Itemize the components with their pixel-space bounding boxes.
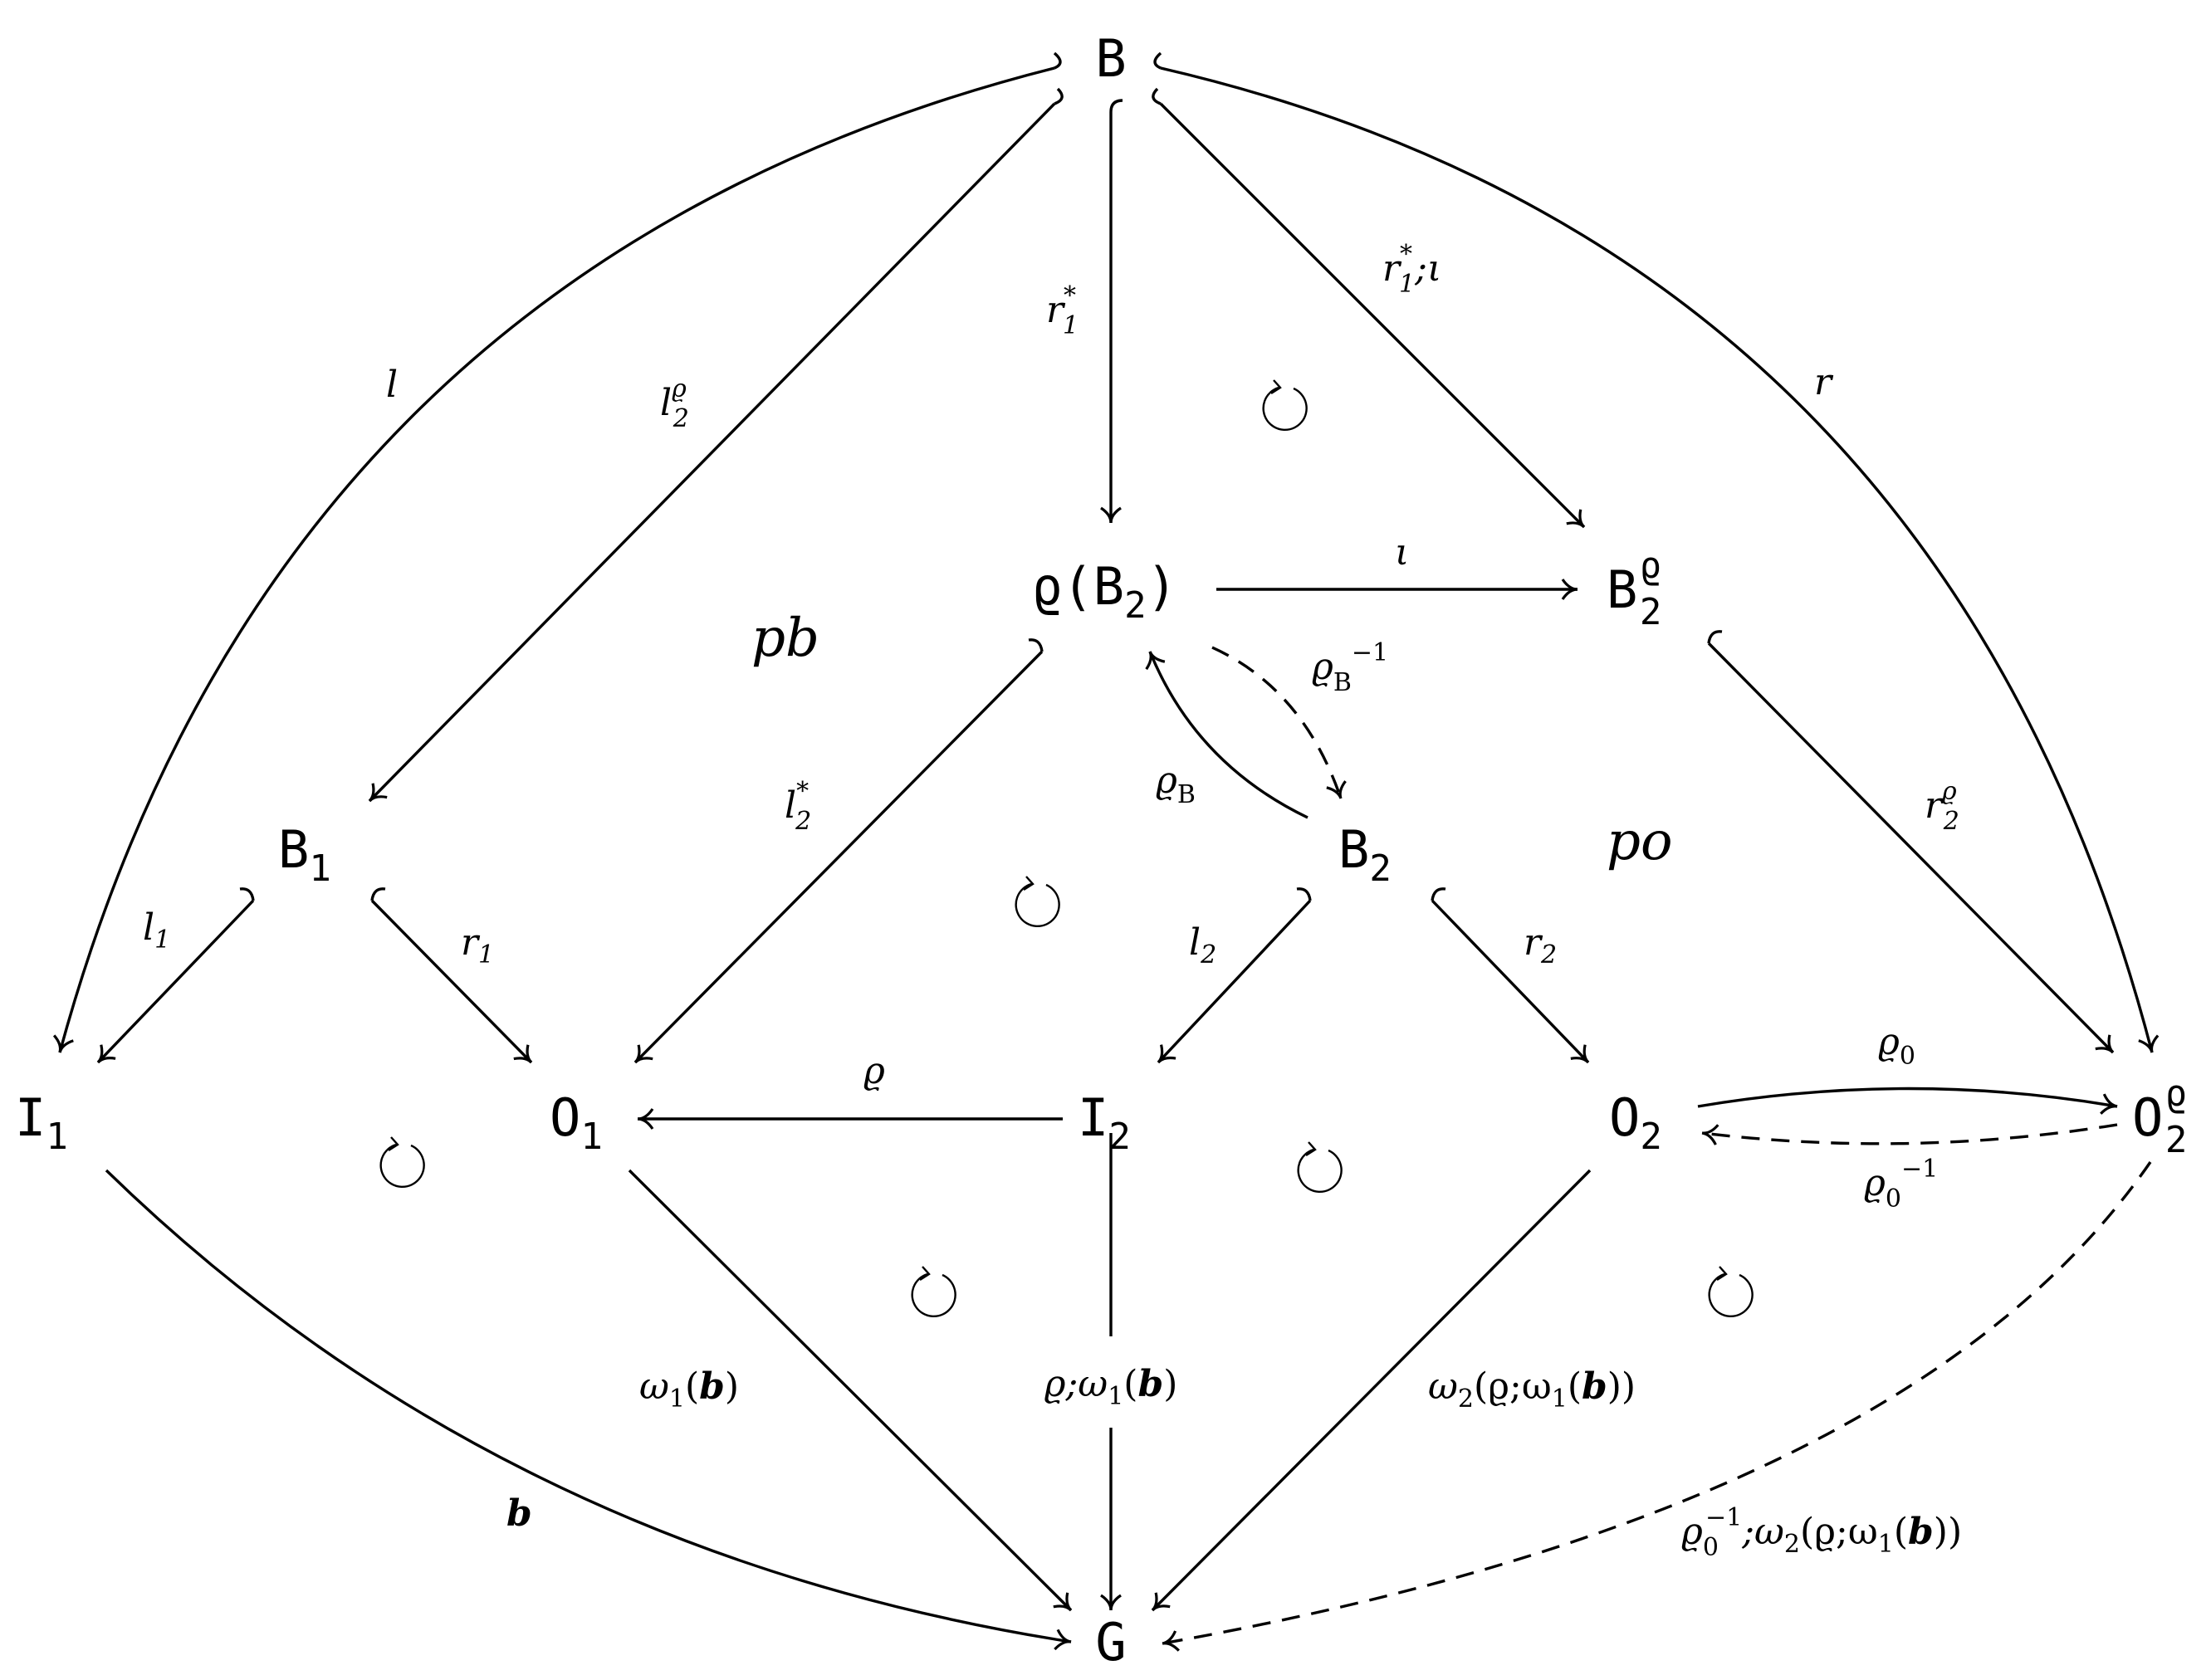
label-r2: r2 [1524,921,1557,969]
edge-rho0-inv [1701,1123,2118,1145]
label-r: r [1814,361,1834,403]
commutes-icon [1708,1266,1754,1318]
commutes-icon [911,1266,956,1318]
label-rho-omega1b: ϱ;ω1(b) [1044,1363,1178,1411]
commutes-icon [1015,876,1060,928]
commutes-icon [1297,1141,1343,1194]
edge-l2star [633,650,1044,1064]
label-l2: l2 [1189,921,1216,969]
label-r1star: r*1 [1046,281,1079,340]
edge-rho0inv-omega2 [1162,1161,2152,1652]
node-B2: B2 [1338,819,1392,890]
edge-rhoB-inv [1211,646,1347,799]
label-rho0: ϱ0 [1878,1021,1915,1071]
commutes-icon [379,1136,425,1189]
edge-b [105,1169,1072,1651]
label-l1: l1 [143,906,170,955]
label-r1: r1 [461,921,494,969]
inclusion-hooks [239,51,1723,901]
edge-l [52,66,1055,1053]
label-rhoB: ϱB [1156,759,1196,809]
node-I2: I2 [1078,1087,1131,1158]
edge-rho0 [1697,1087,2118,1115]
node-O2: O2 [1609,1087,1662,1158]
edges [52,66,2160,1652]
edge-r2rho [1707,642,2115,1054]
node-rho-B2: ϱ(B2) [1031,556,1177,627]
edge-l2 [1157,899,1312,1064]
edge-l2rho [368,102,1056,803]
label-b: b [506,1492,532,1535]
edge-l1 [96,899,255,1064]
label-rhoB-inv: ϱB−1 [1312,638,1388,697]
node-O1: O1 [550,1087,603,1158]
label-rho0inv-omega2: ϱ0−1;ω2(ϱ;ω1(b)) [1681,1503,1962,1562]
label-omega1b: ω1(b) [639,1365,739,1414]
label-po: po [1607,811,1673,872]
node-G: G [1095,1612,1126,1673]
label-omega2: ω2(ϱ;ω1(b)) [1428,1365,1636,1414]
label-r1star-iota: r*1;ι [1382,240,1441,299]
commutativity-symbols [379,379,1754,1318]
label-iota: ι [1395,531,1409,574]
node-I1: I1 [15,1087,68,1158]
edge-r2 [1431,899,1590,1064]
node-B1: B1 [278,819,331,890]
label-rho: ϱ [863,1050,885,1092]
commutes-icon [1262,379,1308,432]
label-l2star: l*2 [785,777,811,836]
edge-r1 [370,899,533,1064]
edge-r [1160,66,2160,1053]
edge-omega2 [1151,1169,1592,1612]
edge-omega1b [628,1169,1073,1612]
edge-r1star-iota [1159,102,1586,529]
edge-rhoB [1145,651,1309,819]
label-pb: pb [751,608,819,669]
label-rho0-inv: ϱ0−1 [1864,1155,1938,1214]
node-B: B [1095,28,1126,89]
label-l: l [386,364,398,406]
